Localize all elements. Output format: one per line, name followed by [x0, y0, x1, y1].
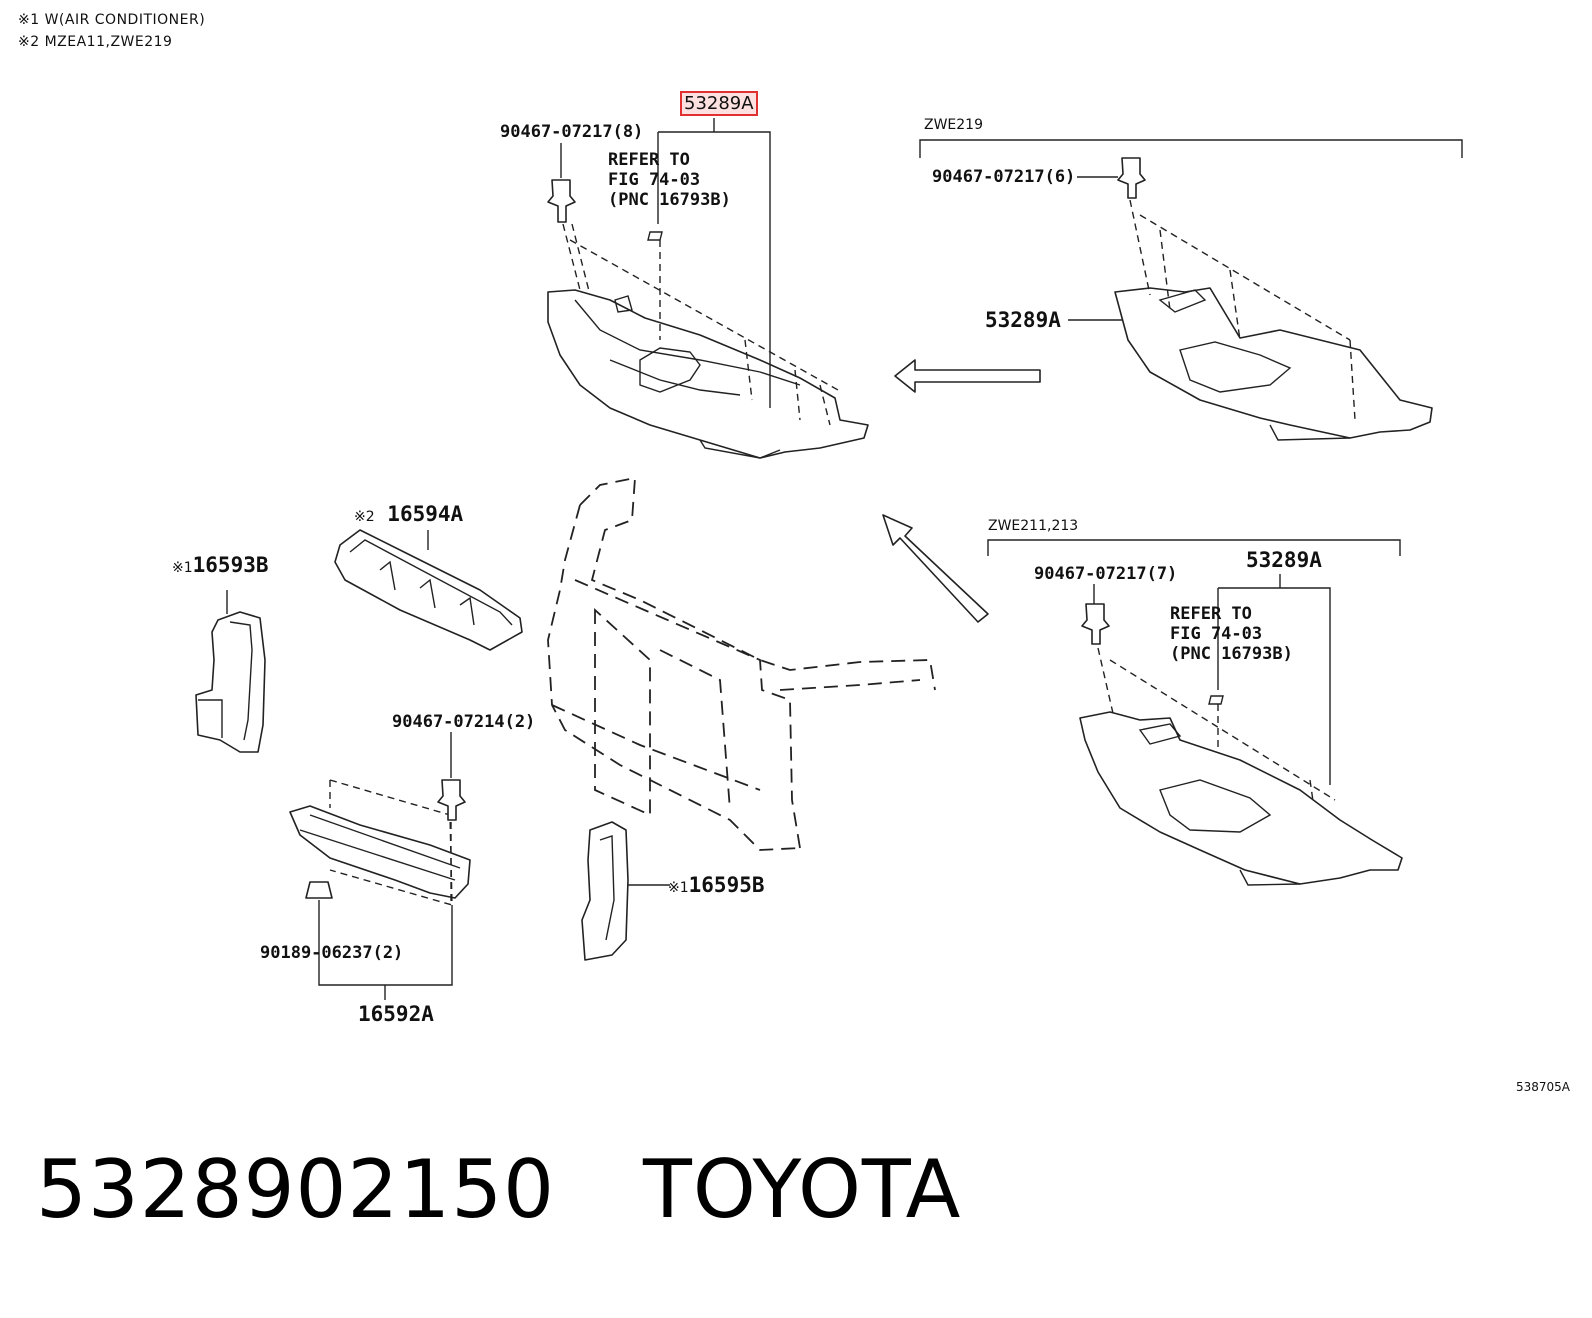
radiator-support-cover-main — [547, 289, 869, 459]
clip-zwe211 — [1081, 584, 1110, 645]
zwe211-leaders — [1097, 574, 1336, 851]
radiator-support-cover-zwe211 — [1079, 711, 1403, 886]
footer-part-number: 5328902150 — [36, 1143, 555, 1236]
callout-16593B-label[interactable]: 16593B — [192, 553, 269, 577]
clip-main — [547, 179, 576, 223]
callout-clip-zwe219[interactable]: 90467-07217(6) — [932, 167, 1076, 187]
radiator-support-cover-zwe219 — [1114, 287, 1433, 441]
note-1-text: W(AIR CONDITIONER) — [44, 12, 206, 28]
main-leader-lines — [560, 118, 839, 426]
callout-16594A-label[interactable]: 16594A — [387, 502, 464, 526]
note-1: ※1 W(AIR CONDITIONER) — [18, 12, 205, 28]
callout-16592A[interactable]: 16592A — [358, 1002, 434, 1026]
footer-brand: TOYOTA — [642, 1143, 962, 1236]
callout-clip-07214[interactable]: 90467-07214(2) — [392, 712, 536, 732]
clip-07214 — [437, 732, 466, 905]
refer-note-main: REFER TO FIG 74-03 (PNC 16793B) — [608, 150, 731, 210]
callout-16593B-mark: ※1 — [172, 560, 193, 576]
callout-16595B-mark: ※1 — [668, 880, 689, 896]
callout-clip-zwe211[interactable]: 90467-07217(7) — [1034, 564, 1178, 584]
highlighted-part-53289A[interactable]: 53289A — [680, 91, 758, 116]
note-1-mark: ※1 — [18, 12, 40, 28]
callout-16594A[interactable]: ※2 16594A — [354, 502, 463, 526]
callout-16595B-label[interactable]: 16595B — [688, 873, 765, 897]
zwe219-bracket — [919, 139, 1463, 158]
refer-note-zwe211: REFER TO FIG 74-03 (PNC 16793B) — [1170, 604, 1293, 664]
radiator-support-phantom — [547, 476, 936, 851]
note-2: ※2 MZEA11,ZWE219 — [18, 34, 172, 50]
clip-zwe219 — [1077, 157, 1146, 199]
clip-06237 — [305, 881, 453, 1000]
arrow-left — [894, 359, 1041, 393]
callout-16595B[interactable]: ※116595B — [668, 873, 765, 897]
callout-53289A-zwe219[interactable]: 53289A — [985, 308, 1061, 332]
group-label-zwe219: ZWE219 — [924, 117, 984, 133]
callout-clip-main[interactable]: 90467-07217(8) — [500, 122, 644, 142]
air-guide-16593B — [195, 590, 266, 753]
callout-53289A-zwe211[interactable]: 53289A — [1246, 548, 1322, 572]
callout-16593B[interactable]: ※116593B — [172, 553, 269, 577]
seal-16594A — [334, 529, 523, 651]
callout-53289A-main[interactable]: 53289A — [680, 91, 758, 116]
seal-16592A — [289, 779, 471, 906]
callout-16594A-mark: ※2 — [354, 509, 375, 525]
illustration-id: 538705A — [1516, 1080, 1571, 1094]
note-2-mark: ※2 — [18, 34, 40, 50]
zwe219-leaders — [1068, 199, 1356, 421]
note-2-text: MZEA11,ZWE219 — [44, 34, 173, 50]
group-label-zwe211: ZWE211,213 — [988, 518, 1079, 534]
arrow-up-left — [882, 514, 989, 623]
air-guide-16595B — [581, 821, 670, 961]
zwe211-bracket — [987, 539, 1401, 556]
callout-clip-06237[interactable]: 90189-06237(2) — [260, 943, 404, 963]
